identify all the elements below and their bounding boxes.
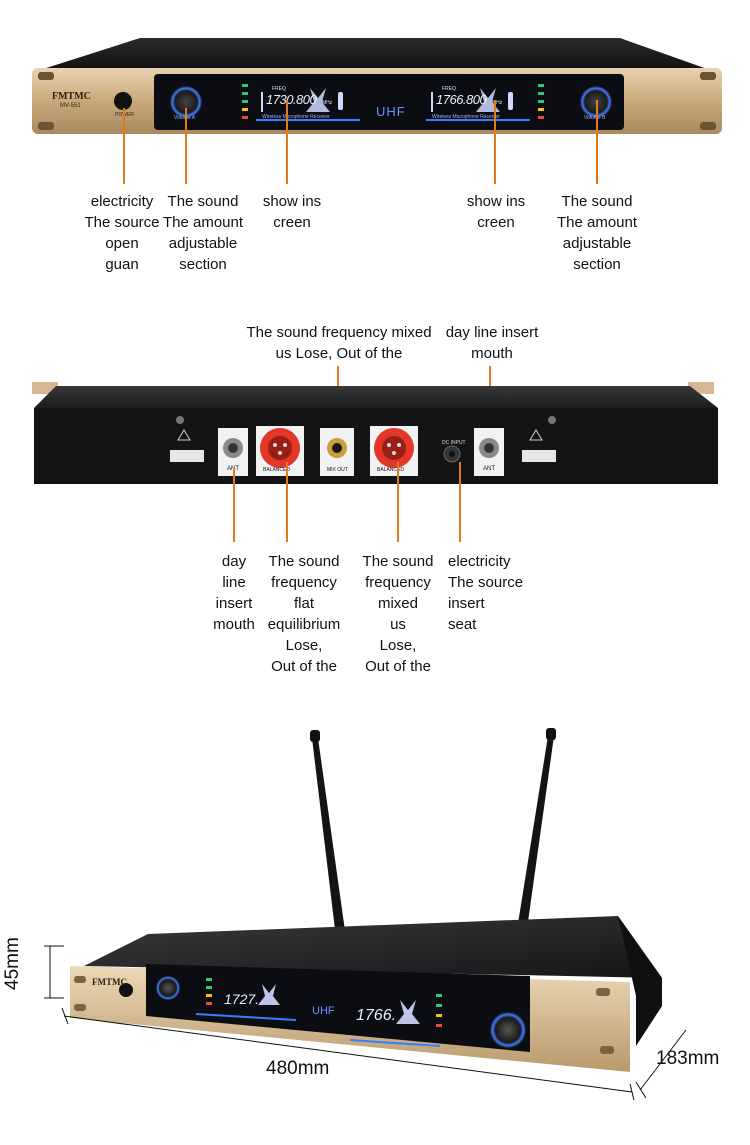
callout-screen-a: show ins creen (262, 193, 322, 231)
callout-line-mixed (397, 462, 399, 542)
rear-panel-photo (28, 378, 728, 488)
product-brand-logo: FMTMC (92, 977, 127, 987)
front-model-label: MV-551 (60, 103, 81, 109)
display-b-frequency: 1766.800 (436, 92, 487, 107)
callout-screen-b: show ins creen (466, 193, 526, 231)
callout-volume-a: The sound The amount adjustable section (162, 193, 244, 273)
volume-b-label: Volume B (584, 115, 606, 121)
display-a-freq-label: FREQ (272, 86, 286, 92)
dimension-width: 480mm (266, 1058, 330, 1079)
rear-mix-out-label: MIX OUT (327, 467, 348, 473)
callout-antenna-left: day line insert mouth (213, 553, 255, 633)
callout-power-socket: electricity The source insert seat (448, 553, 524, 633)
volume-a-label: Volume A (174, 115, 196, 121)
front-panel-photo (20, 30, 732, 150)
display-a-frequency: 1730.800 (266, 92, 317, 107)
svg-text:1766.: 1766. (356, 1007, 396, 1024)
rear-ant-right-label: ANT (483, 466, 495, 472)
callout-volume-b: The sound The amount adjustable section (556, 193, 638, 273)
callout-line-antenna-left (233, 468, 235, 542)
display-b-freq-label: FREQ (442, 86, 456, 92)
display-a-unit: MHz (322, 100, 333, 106)
svg-text:UHF: UHF (312, 1005, 335, 1017)
display-b-caption: Wireless Microphone Receiver (432, 114, 500, 120)
callout-line-balanced (286, 462, 288, 542)
band-label: UHF (376, 104, 406, 119)
callout-line-volume-a (185, 108, 187, 184)
rear-dc-input-label: DC INPUT (442, 440, 466, 446)
svg-text:1727.: 1727. (224, 991, 259, 1007)
callout-line-power-socket (459, 462, 461, 542)
rear-balanced-right-label: BALANCED (377, 467, 404, 473)
callout-line-volume-b (596, 100, 598, 184)
callout-power-switch: electricity The source open guan (84, 193, 160, 273)
callout-mixed-out: The sound frequency mixed us Lose, Out o… (362, 553, 434, 675)
display-b-unit: MHz (492, 100, 503, 106)
front-brand-logo: FMTMC (52, 91, 91, 102)
callout-line-screen-a (286, 100, 288, 184)
callout-line-screen-b (494, 100, 496, 184)
dimension-depth: 183mm (656, 1048, 720, 1069)
callout-mix-out-top: The sound frequency mixed us Lose, Out o… (246, 324, 432, 362)
display-a-caption: Wireless Microphone Receiver (262, 114, 330, 120)
rear-balanced-left-label: BALANCED (263, 467, 290, 473)
callout-line-power (123, 108, 125, 184)
callout-balanced-out: The sound frequency flat equilibrium Los… (267, 553, 341, 675)
dimension-height: 45mm (2, 937, 23, 990)
callout-antenna-right-top: day line insert mouth (445, 324, 539, 362)
product-perspective-photo: 1727. 1766. UHF (0, 720, 750, 1140)
